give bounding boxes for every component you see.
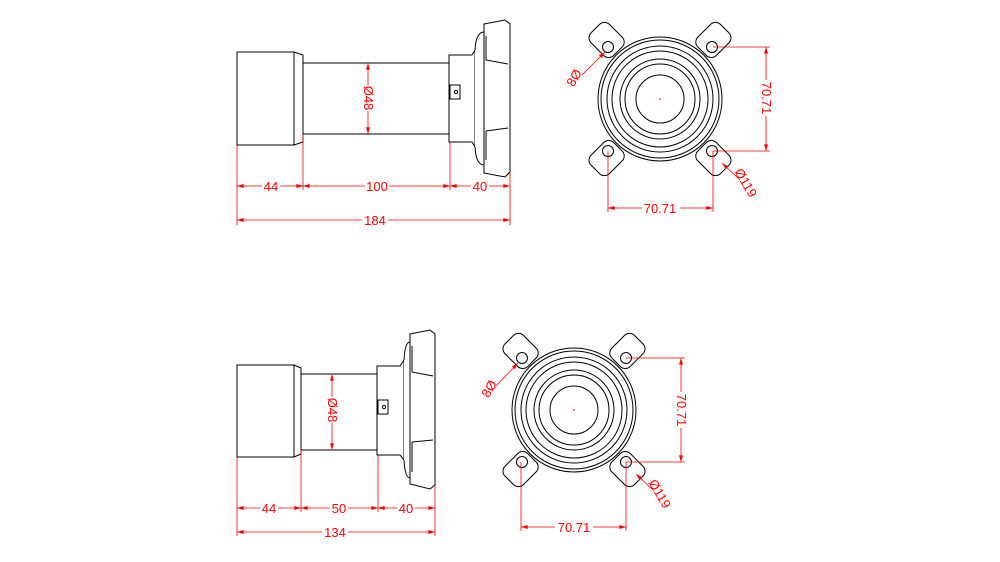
tube	[302, 62, 451, 135]
top-side-view: 44 100 40 184 Ø48	[236, 19, 511, 228]
dim-pcd: Ø119	[646, 477, 674, 511]
dim-horizontal: 70.71	[558, 520, 591, 535]
housing	[236, 51, 295, 146]
dim-pcd: Ø119	[732, 166, 760, 200]
dim-vertical: 70.71	[759, 82, 774, 115]
dim-hole: 8Ø	[563, 66, 585, 89]
dim-40: 40	[473, 179, 487, 194]
dim-44: 44	[262, 501, 276, 516]
bottom-front-view: 70.71 70.71 8Ø Ø119	[478, 329, 689, 535]
dim-total: 184	[364, 213, 386, 228]
flange	[483, 19, 511, 178]
top-front-view: 70.71 70.71 8Ø Ø119	[563, 18, 774, 216]
dim-vertical: 70.71	[674, 394, 689, 427]
dim-horizontal: 70.71	[644, 201, 677, 216]
dim-40: 40	[399, 501, 413, 516]
dim-diameter: Ø48	[361, 86, 376, 111]
tube	[300, 373, 379, 451]
bottom-side-view: 44 50 40 134 Ø48	[236, 329, 436, 540]
flange	[409, 329, 436, 490]
dim-hole: 8Ø	[478, 377, 500, 400]
dim-100: 100	[366, 179, 388, 194]
dim-diameter: Ø48	[325, 398, 340, 423]
dim-total: 134	[324, 525, 346, 540]
dim-44: 44	[264, 179, 278, 194]
housing	[236, 364, 295, 458]
dim-50: 50	[332, 501, 346, 516]
